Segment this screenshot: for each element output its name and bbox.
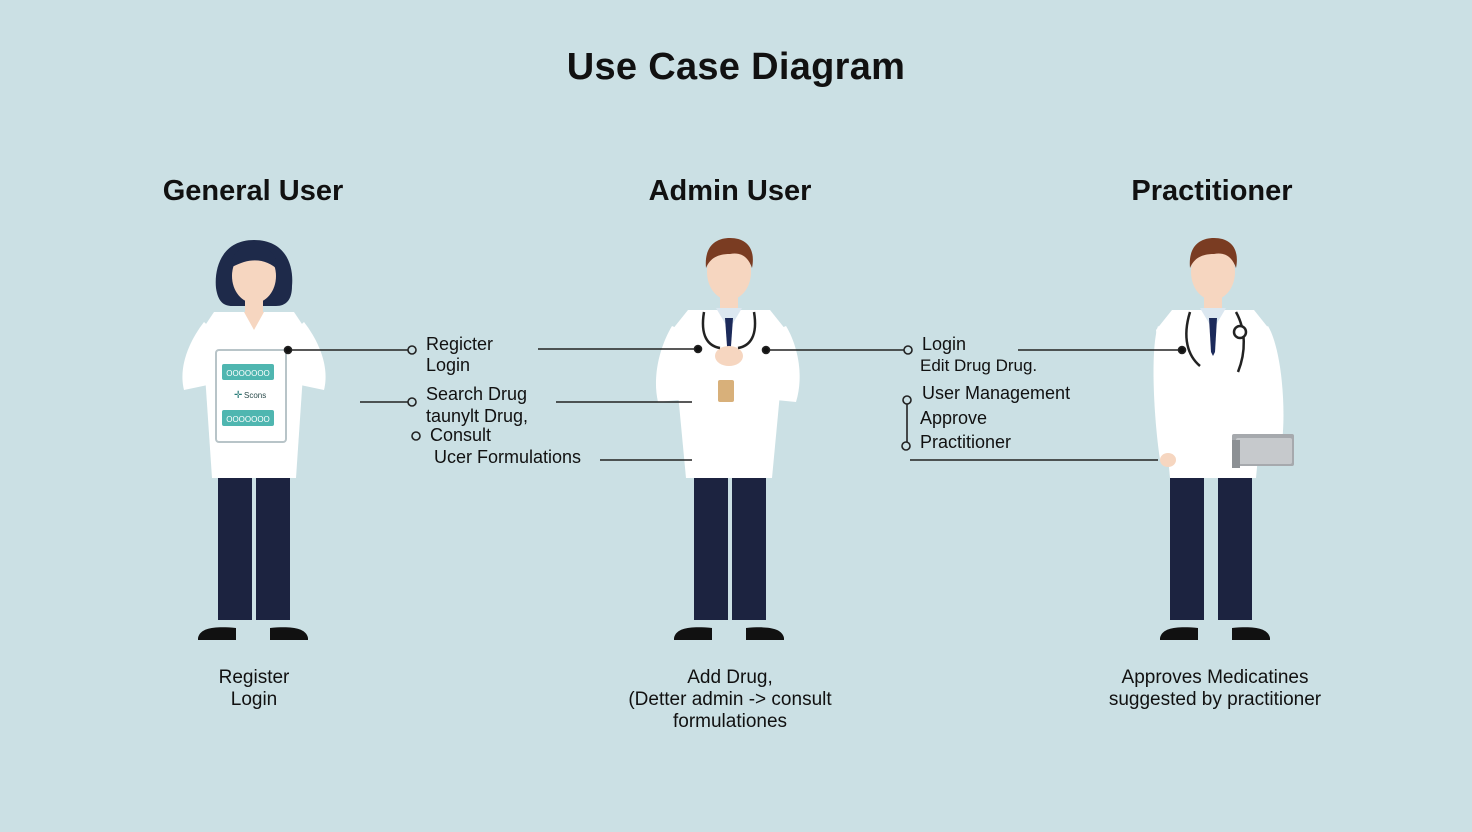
use-case-user-formulations: Ucer Formulations (434, 447, 582, 467)
caption-admin-user: Add Drug, (Detter admin -> consult formu… (570, 667, 890, 733)
actor-admin-user-figure (655, 238, 800, 640)
caption-line: Approves Medicatines (1121, 667, 1309, 688)
caption-line: formulationes (672, 711, 788, 732)
actor-title-practitioner: Practitioner (1131, 175, 1293, 207)
caption-line: (Detter admin -> consult (628, 689, 832, 710)
use-case-practitioner: Practitioner (920, 432, 1012, 452)
diagram-title: Use Case Diagram (566, 46, 906, 88)
tablet-label-1: OOOOOOO (226, 369, 270, 378)
actor-title-general-user: General User (162, 175, 344, 207)
plus-icon: ✛ (234, 390, 242, 401)
tablet-label-3: OOOOOOO (226, 415, 270, 424)
caption-practitioner: Approves Medicatines suggested by practi… (1055, 667, 1375, 711)
caption-general-user: Register Login (94, 667, 414, 711)
use-case-edit-drug: Edit Drug Drug. (920, 356, 1038, 375)
use-case-register: Regicter (426, 334, 494, 354)
tablet-label-2: Scons (244, 391, 266, 400)
caption-line: Login (230, 689, 278, 710)
caption-line: Register (218, 667, 290, 688)
use-case-search-drug: Search Drug (426, 384, 528, 404)
association-lines (283, 344, 1187, 461)
use-case-login-admin: Login (922, 334, 967, 354)
actor-title-admin-user: Admin User (648, 175, 812, 207)
use-case-login: Login (426, 355, 471, 375)
use-case-taunylt-drug: taunylt Drug, (426, 406, 529, 426)
use-case-consult: Consult (430, 425, 492, 445)
caption-line: suggested by practitioner (1108, 689, 1322, 710)
actor-general-user-figure: OOOOOOO ✛ Scons OOOOOOO (182, 240, 326, 640)
actor-practitioner-figure (1153, 238, 1294, 640)
caption-line: Add Drug, (687, 667, 773, 688)
use-case-user-management: User Management (922, 383, 1071, 403)
use-case-approve: Approve (920, 408, 988, 428)
